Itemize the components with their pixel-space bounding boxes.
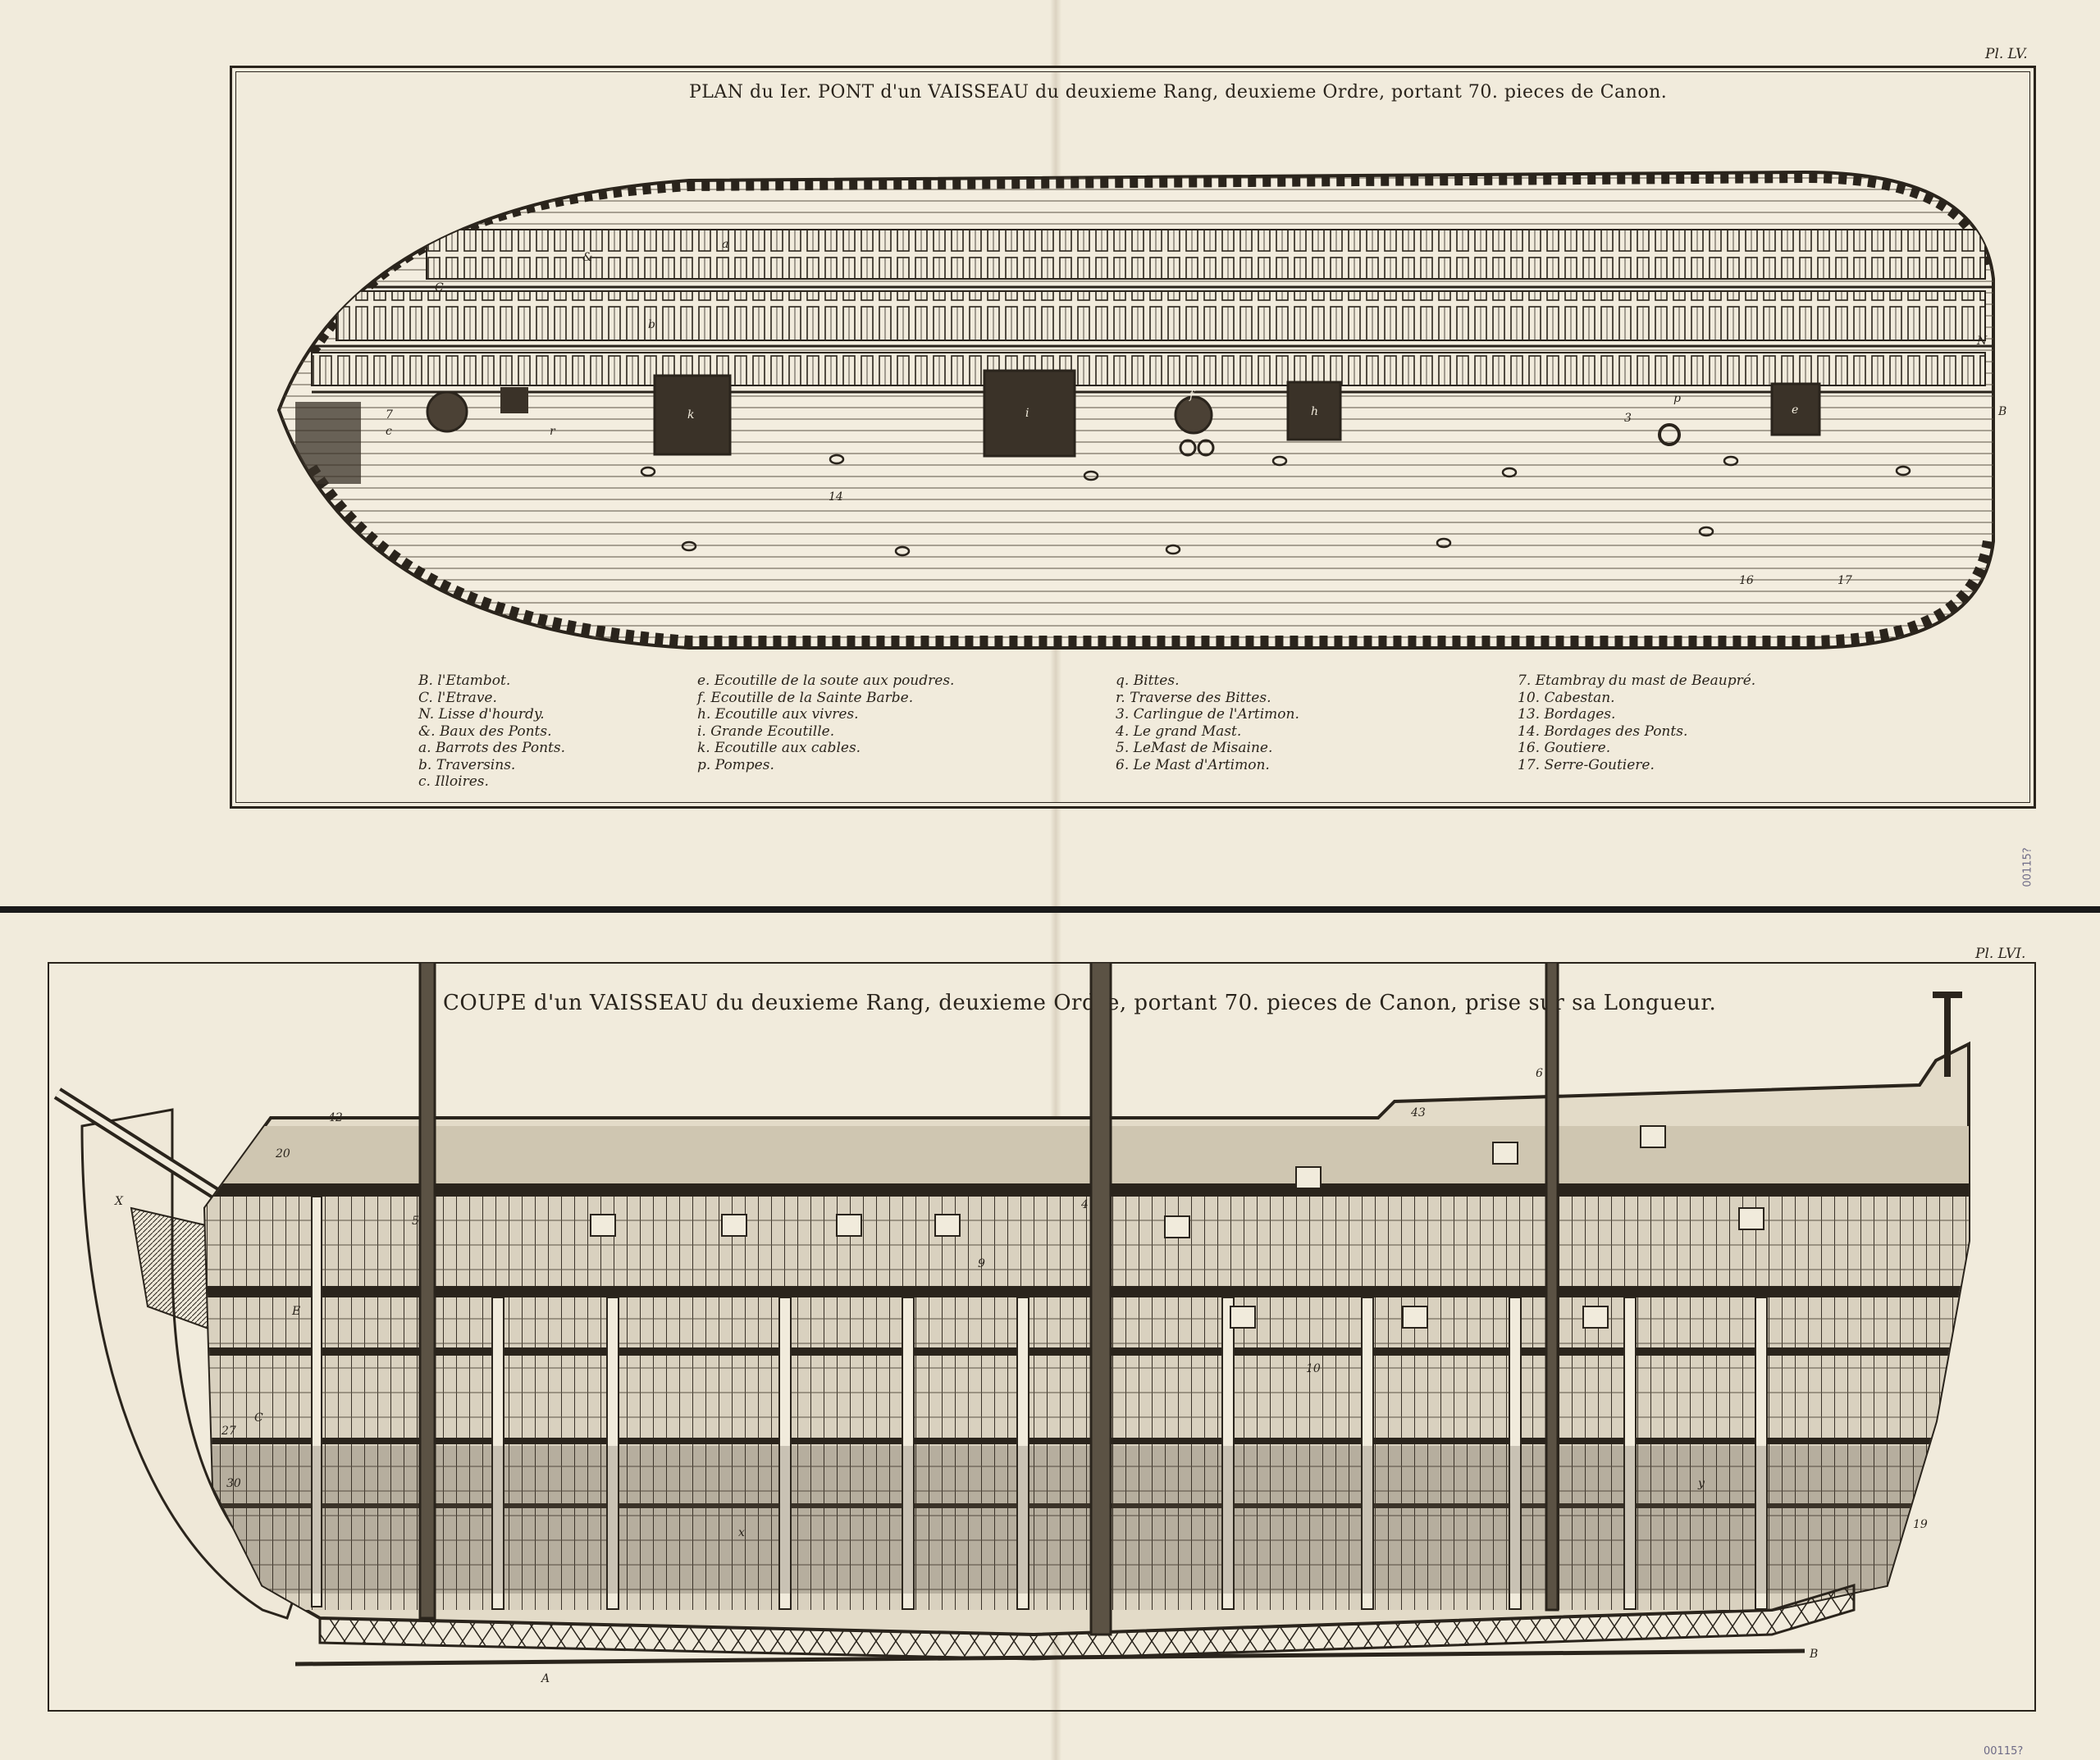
plate-title: COUPE d'un VAISSEAU du deuxieme Rang, de… [443, 991, 1717, 1015]
legend-item: h. Ecoutille aux vivres. [697, 706, 859, 723]
diagram-label: h [1311, 405, 1318, 418]
diagram-label: y [1697, 1477, 1705, 1490]
diagram-label: 5 [412, 1215, 419, 1228]
diagram-label: r [550, 425, 556, 438]
legend-column-2: e. Ecoutille de la soute aux poudres. f.… [697, 673, 954, 773]
archive-stamp: 00115? [1984, 1745, 2024, 1758]
legend-item: 7. Etambray du mast de Beaupré. [1518, 673, 1756, 689]
legend-column-4: 7. Etambray du mast de Beaupré. 10. Cabe… [1518, 673, 1755, 773]
diagram-label: A [540, 1672, 550, 1685]
diagram-label: e [1792, 404, 1798, 417]
plate-top-sheet: Pl. LV. PLAN du Ier. PONT d'un VAISSEAU … [0, 0, 2100, 906]
legend-item: k. Ecoutille aux cables. [697, 740, 861, 756]
longitudinal-section-drawing: 4 5 6 9 A B C E X x y 19 27 42 43 30 10 … [53, 962, 1970, 1685]
legend-item: B. l'Etambot. [418, 673, 511, 689]
diagram-label: i [1025, 407, 1029, 420]
diagram-label: 14 [829, 490, 843, 504]
diagram-label: X [114, 1195, 124, 1208]
diagram-label: 43 [1410, 1106, 1426, 1119]
diagram-label: 42 [327, 1111, 343, 1124]
diagram-label: 6 [1536, 1067, 1543, 1080]
legend-column-1: B. l'Etambot. C. l'Etrave. N. Lisse d'ho… [418, 673, 565, 791]
diagram-label: x [738, 1526, 745, 1539]
legend-item: 13. Bordages. [1518, 706, 1616, 723]
legend-item: N. Lisse d'hourdy. [418, 706, 545, 723]
diagram-label: E [291, 1305, 300, 1318]
plate-bottom-sheet: Pl. LVI. COUPE d'un VAISSEAU du deuxieme… [0, 913, 2100, 1760]
plate-top-frame [230, 66, 2036, 809]
diagram-label: 16 [1739, 574, 1754, 587]
plate-number: Pl. LV. [1985, 46, 2028, 62]
plate-bottom-frame [48, 962, 2036, 1712]
diagram-label: 17 [1838, 574, 1852, 587]
legend-item: b. Traversins. [418, 756, 516, 773]
diagram-label: B [1997, 405, 2006, 418]
diagram-label: 3 [1624, 412, 1632, 425]
deck-plan-drawing: a & b C N 14 16 17 c k i h e f 7 3 r p B [276, 170, 2006, 650]
legend-item: f. Ecoutille de la Sainte Barbe. [697, 689, 914, 706]
legend-item: 17. Serre-Goutiere. [1518, 756, 1655, 773]
legend-item: 10. Cabestan. [1518, 689, 1615, 706]
diagram-label: b [648, 318, 655, 331]
diagram-label: p [1673, 392, 1681, 405]
plate-number: Pl. LVI. [1975, 946, 2026, 962]
diagram-label: 27 [221, 1425, 236, 1438]
legend-item: c. Illoires. [418, 773, 489, 790]
diagram-label: f [1189, 389, 1196, 402]
legend-item: C. l'Etrave. [418, 689, 497, 706]
archive-stamp: 00115? [2021, 847, 2034, 887]
legend-item: 5. LeMast de Misaine. [1116, 740, 1273, 756]
diagram-label: k [687, 408, 694, 422]
legend-item: &. Baux des Ponts. [418, 723, 552, 740]
diagram-label: 30 [226, 1477, 241, 1490]
legend-item: 3. Carlingue de l'Artimon. [1116, 706, 1299, 723]
diagram-label: 7 [386, 408, 393, 422]
legend-column-3: q. Bittes. r. Traverse des Bittes. 3. Ca… [1116, 673, 1299, 773]
diagram-label: N [1976, 335, 1988, 348]
legend-item: p. Pompes. [697, 756, 774, 773]
legend-item: a. Barrots des Ponts. [418, 740, 565, 756]
diagram-label: C [254, 1411, 263, 1425]
diagram-label: 10 [1306, 1362, 1321, 1375]
diagram-label: 20 [275, 1147, 290, 1160]
legend-item: 6. Le Mast d'Artimon. [1116, 756, 1270, 773]
legend-item: 4. Le grand Mast. [1116, 723, 1242, 740]
legend-item: q. Bittes. [1116, 673, 1180, 689]
legend-item: i. Grande Ecoutille. [697, 723, 835, 740]
plate-title: PLAN du Ier. PONT d'un VAISSEAU du deuxi… [689, 82, 1668, 103]
diagram-label: 4 [1080, 1198, 1089, 1211]
legend-item: e. Ecoutille de la soute aux poudres. [697, 673, 955, 689]
legend-item: r. Traverse des Bittes. [1116, 689, 1271, 706]
diagram-label: & [582, 251, 592, 264]
diagram-label: 9 [978, 1257, 985, 1270]
diagram-label: B [1809, 1648, 1818, 1661]
diagram-label: C [435, 281, 444, 294]
diagram-label: a [722, 238, 728, 251]
legend-item: 14. Bordages des Ponts. [1518, 723, 1688, 740]
legend-item: 16. Goutiere. [1518, 740, 1611, 756]
diagram-label: 19 [1913, 1518, 1928, 1531]
diagram-label: c [386, 425, 392, 438]
